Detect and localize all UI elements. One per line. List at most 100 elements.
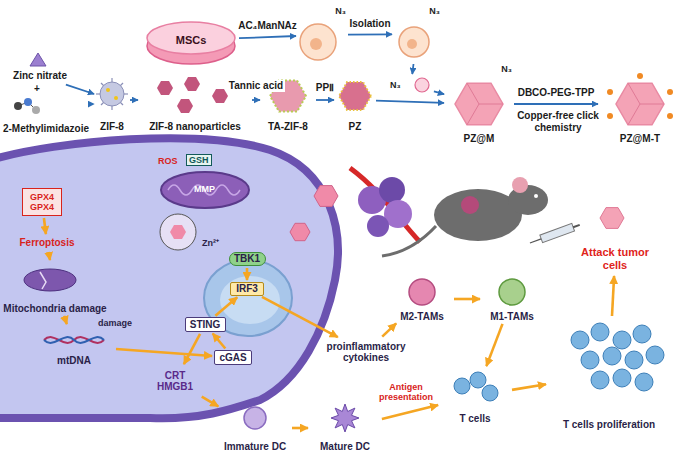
node-label: PZ@M-T bbox=[620, 133, 660, 145]
t-cell bbox=[454, 378, 470, 394]
mitochondrion bbox=[161, 172, 249, 208]
cell-nucleus bbox=[407, 39, 417, 49]
node-label: N₃ bbox=[390, 80, 401, 90]
flow-arrow bbox=[382, 323, 396, 336]
node-label: M2-TAMs bbox=[400, 311, 444, 323]
node-label: Attack tumor cells bbox=[580, 246, 650, 271]
node-label: STING bbox=[190, 319, 221, 331]
node-label: 2-Methylimidazoie bbox=[3, 123, 89, 135]
node-label: N₃ bbox=[335, 6, 346, 16]
node-label: PZ bbox=[349, 121, 362, 133]
tpp-ligand bbox=[667, 113, 673, 119]
node-label: CRT bbox=[165, 370, 186, 382]
flow-arrow bbox=[454, 298, 480, 301]
flow-arrow bbox=[202, 397, 219, 407]
parameter-label: MMP bbox=[194, 184, 215, 194]
spike-line bbox=[101, 83, 123, 105]
particle-node: ZIF-8 nanoparticles bbox=[140, 68, 250, 132]
tumor-cell-membrane bbox=[0, 138, 338, 418]
pzmt-particle bbox=[616, 83, 664, 125]
t-cell bbox=[633, 325, 651, 343]
t-cell bbox=[625, 351, 643, 369]
flow-arrow bbox=[252, 99, 260, 101]
tpp-ligand bbox=[607, 113, 613, 119]
flow-arrow bbox=[184, 334, 200, 364]
flow-arrow bbox=[116, 349, 212, 356]
flow-arrow bbox=[382, 405, 438, 419]
process-label: Ferroptosis bbox=[10, 236, 84, 250]
node-label: HMGB1 bbox=[157, 381, 193, 393]
syringe bbox=[529, 221, 582, 247]
node-label: Immature DC bbox=[224, 441, 286, 453]
flow-arrow bbox=[239, 36, 296, 38]
nanoparticle bbox=[157, 81, 173, 95]
flow-arrow bbox=[348, 33, 392, 35]
vesicle-node: N₃ bbox=[390, 76, 432, 94]
reaction-note: Copper-free click chemistry bbox=[516, 110, 600, 133]
particle-node: TA-ZIF-8 bbox=[262, 68, 314, 132]
stem-cell bbox=[300, 24, 336, 60]
particle-node: PZ@M-T bbox=[600, 64, 680, 144]
node-label: ZIF-8 bbox=[100, 121, 124, 133]
protein-box: cGAS bbox=[214, 350, 252, 365]
dna-strand bbox=[44, 337, 104, 343]
nucleus-inner bbox=[220, 276, 280, 324]
edge-label: Antigen presentation bbox=[372, 382, 440, 403]
pzm-particle bbox=[455, 83, 503, 125]
dna-strand bbox=[44, 337, 104, 343]
protein-box: STING bbox=[185, 317, 226, 332]
atom-icon bbox=[14, 102, 22, 110]
flow-arrow bbox=[486, 324, 502, 366]
m1-macrophage bbox=[499, 279, 525, 305]
node-label: N₃ bbox=[429, 6, 440, 16]
syringe-needle bbox=[530, 239, 541, 243]
node-label: MSCs bbox=[176, 34, 207, 47]
mouse-tail bbox=[382, 226, 436, 256]
flow-arrow bbox=[215, 297, 237, 315]
cell-node: N₃ bbox=[298, 6, 346, 64]
t-cell bbox=[646, 346, 664, 364]
node-label: ZIF-8 nanoparticles bbox=[149, 121, 241, 133]
dish-node: MSCs bbox=[145, 14, 237, 66]
flow-arrow bbox=[514, 103, 598, 105]
cell-node: Mature DC bbox=[310, 404, 380, 452]
protein-box: GPX4GPX4 bbox=[22, 188, 62, 216]
edge-label: AC₄ManNAz bbox=[236, 20, 299, 32]
node-label: cGAS bbox=[219, 352, 246, 364]
magnifier-circle bbox=[160, 214, 196, 250]
dna-node: mtDNA bbox=[34, 326, 114, 366]
node-label: Mitochondria damage bbox=[3, 303, 106, 315]
particle-node: PZ bbox=[336, 68, 374, 132]
nanoparticle bbox=[314, 186, 338, 207]
flow-arrow bbox=[512, 384, 546, 390]
facet-line bbox=[628, 83, 664, 125]
flow-arrow bbox=[130, 99, 138, 101]
molecule-label: GSH bbox=[186, 154, 212, 166]
cell-node: M2-TAMs bbox=[392, 276, 452, 322]
mouse-eye bbox=[534, 194, 538, 198]
cell-node: N₃ bbox=[394, 6, 440, 62]
t-cell bbox=[635, 373, 653, 391]
cell-nucleus bbox=[310, 38, 322, 50]
m2-macrophage bbox=[409, 279, 435, 305]
flow-arrow bbox=[434, 91, 444, 94]
blood-vessel bbox=[350, 168, 420, 242]
zif8-dot bbox=[106, 88, 110, 92]
tpp-ligand bbox=[607, 89, 613, 95]
node-label: Zinc nitrate bbox=[13, 70, 67, 82]
particle-node: ZIF-8 bbox=[96, 68, 128, 132]
t-cell bbox=[470, 372, 486, 388]
state-label: damage bbox=[98, 318, 132, 328]
mouse-ear bbox=[512, 177, 528, 193]
mature-dc-icon bbox=[331, 404, 359, 432]
nanoparticle bbox=[177, 99, 193, 113]
flow-arrow bbox=[316, 99, 334, 101]
zinc-icon bbox=[30, 53, 46, 66]
cristae bbox=[168, 185, 240, 195]
plus-sign: + bbox=[34, 83, 40, 95]
node-label: N₃ bbox=[501, 64, 512, 74]
crack-line bbox=[40, 272, 46, 289]
t-cell bbox=[613, 369, 631, 387]
